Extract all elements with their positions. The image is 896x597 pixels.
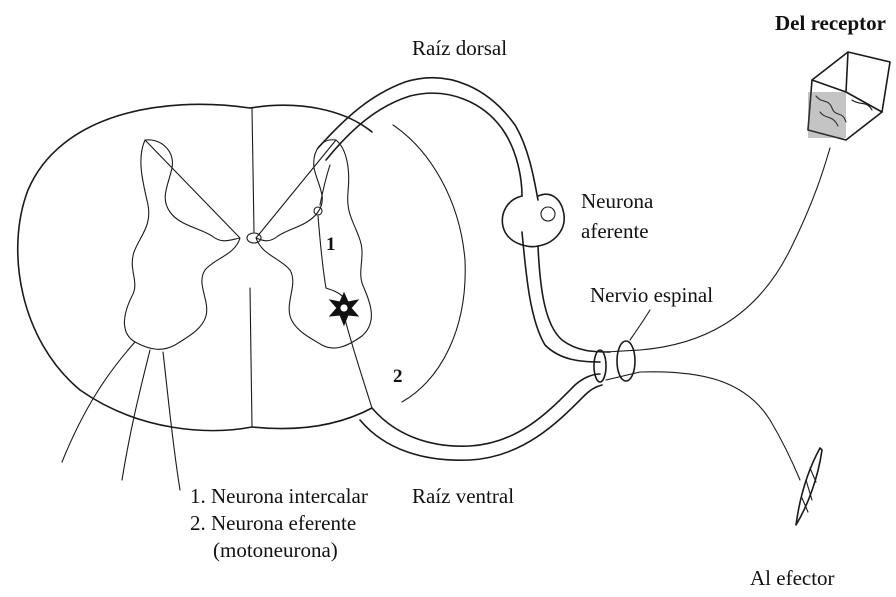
effector-label: Al efector [750, 566, 835, 590]
legend: 1. Neurona intercalar 2. Neurona eferent… [190, 484, 368, 562]
spinal-nerve [594, 310, 650, 382]
spinal-cord-section [18, 104, 372, 430]
legend-item-2: 2. Neurona eferente [190, 511, 356, 535]
ventral-rootlets [62, 342, 180, 490]
efferent-fiber [640, 372, 800, 480]
central-canal [247, 233, 261, 243]
afferent-neuron-label-2: aferente [581, 219, 649, 243]
spinal-nerve-leader [630, 310, 650, 340]
posterior-median-sulcus [252, 108, 254, 232]
ventral-root-label: Raíz ventral [412, 484, 514, 508]
legend-item-2-note: (motoneurona) [213, 538, 338, 562]
afferent-fiber [640, 148, 830, 350]
marker-1: 1 [326, 234, 336, 255]
intercalar-soma [314, 207, 322, 215]
marker-2: 2 [393, 366, 403, 387]
labels: Raíz dorsal Raíz ventral Neurona aferent… [326, 11, 886, 590]
effector [796, 448, 822, 525]
spinal-nerve-label: Nervio espinal [590, 283, 713, 307]
ventral-root [344, 315, 602, 460]
legend-item-1: 1. Neurona intercalar [190, 484, 368, 508]
ganglion-cell-body [541, 207, 555, 221]
anterior-median-fissure [250, 288, 252, 427]
intercalar-neuron [314, 165, 342, 296]
dorsal-root-label: Raíz dorsal [412, 36, 507, 60]
afferent-neuron-label-1: Neurona [581, 189, 654, 213]
receptor [808, 52, 890, 140]
motor-neuron [330, 293, 358, 325]
receptor-label: Del receptor [775, 11, 886, 35]
dorsal-root [318, 78, 610, 402]
